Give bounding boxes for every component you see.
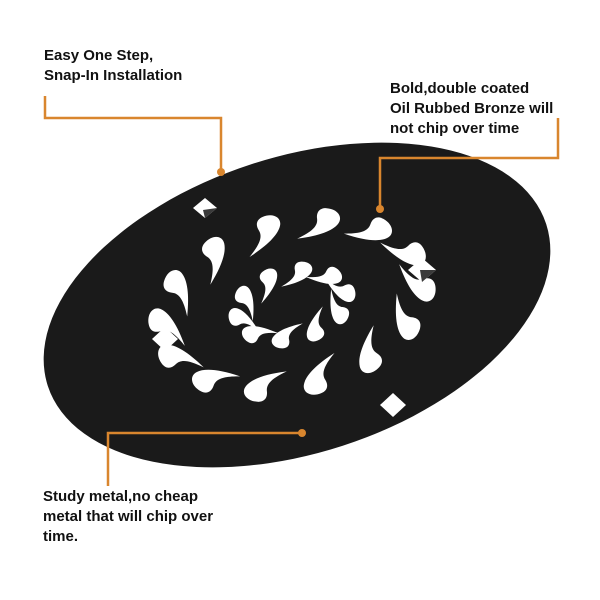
- screw-hole: [193, 198, 217, 218]
- callout-leader-finish: [376, 118, 560, 213]
- drain-cover-disc: [43, 142, 551, 468]
- callout-line: Study metal,no cheap: [43, 488, 199, 505]
- swirl-opening: [202, 236, 225, 285]
- callout-line: Easy One Step,: [44, 47, 154, 64]
- swirl-opening: [158, 344, 204, 368]
- swirl-opening: [305, 266, 343, 284]
- swirl-opening: [297, 208, 341, 239]
- callout-finish: Bold,double coated Oil Rubbed Bronze wil…: [390, 79, 553, 139]
- callout-line: time.: [43, 528, 79, 545]
- swirl-opening: [234, 285, 254, 322]
- swirl-cutout-pattern: [148, 208, 436, 402]
- callout-line: Oil Rubbed Bronze will: [390, 100, 554, 117]
- swirl-opening: [380, 242, 426, 266]
- swirl-opening: [281, 261, 313, 287]
- screw-hole: [408, 258, 436, 282]
- swirl-opening: [163, 270, 189, 317]
- swirl-opening: [243, 371, 287, 402]
- callout-installation: Easy One Step, Snap-In Installation: [44, 46, 182, 86]
- callout-leader-material: [106, 429, 306, 486]
- callout-line: Bold,double coated: [390, 80, 530, 97]
- swirl-opening: [395, 293, 421, 340]
- swirl-opening: [359, 325, 382, 374]
- callout-line: metal that will chip over: [43, 508, 214, 525]
- callout-leader-installation: [43, 96, 225, 176]
- callout-line: Snap-In Installation: [44, 67, 183, 84]
- screw-hole: [152, 327, 178, 351]
- swirl-opening: [330, 288, 350, 325]
- swirl-opening: [259, 268, 278, 304]
- swirl-opening: [306, 306, 325, 342]
- swirl-opening: [192, 369, 241, 393]
- swirl-opening: [271, 323, 303, 349]
- swirl-opening: [241, 326, 279, 344]
- swirl-opening: [303, 353, 335, 395]
- screw-hole: [380, 393, 406, 417]
- swirl-opening: [249, 215, 281, 257]
- swirl-opening: [228, 307, 260, 333]
- swirl-opening: [343, 217, 392, 241]
- swirl-opening: [148, 308, 185, 346]
- swirl-opening: [399, 264, 436, 302]
- callout-material: Study metal,no cheap metal that will chi…: [43, 487, 213, 547]
- callout-line: not chip over time: [390, 120, 520, 137]
